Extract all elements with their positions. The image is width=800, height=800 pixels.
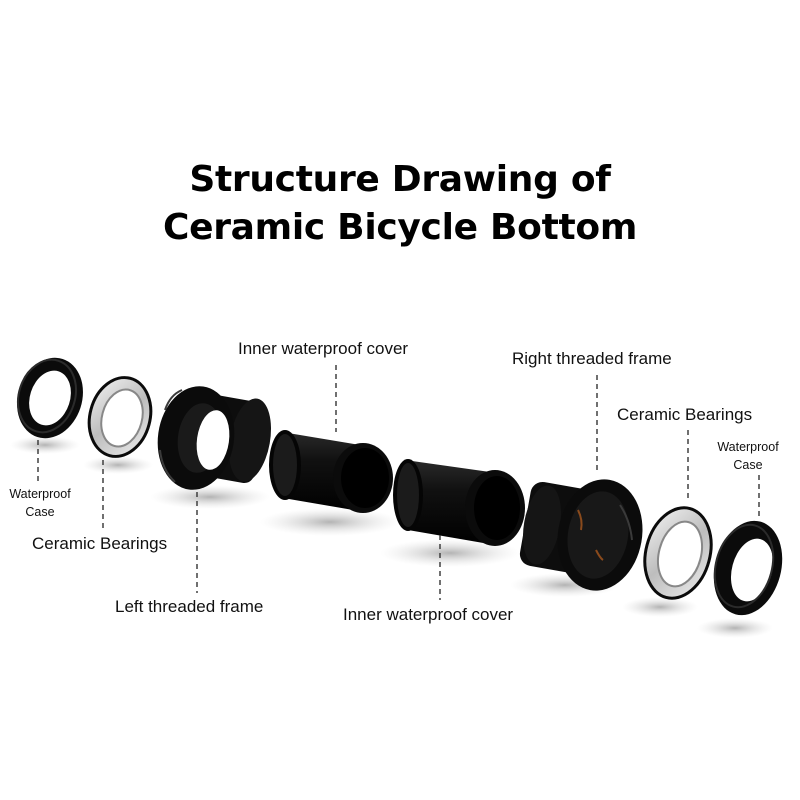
ceramic-bearing-left-part: [87, 376, 153, 458]
label-waterproof-case-right: Waterproof Case: [717, 440, 779, 472]
part-shadows: [10, 436, 773, 638]
label-waterproof-case-left: Waterproof Case: [9, 487, 71, 519]
ceramic-bearing-right-part: [643, 506, 713, 600]
waterproof-case-left-part: [17, 357, 83, 439]
label-left-threaded-frame: Left threaded frame: [115, 597, 264, 616]
waterproof-case-right-part: [713, 520, 783, 616]
diagram-title-line-1: Structure Drawing of: [189, 159, 611, 200]
label-ceramic-bearings-left: Ceramic Bearings: [32, 534, 168, 553]
leader-lines: [37, 365, 760, 600]
label-inner-waterproof-cover-bottom: Inner waterproof cover: [343, 605, 514, 624]
right-threaded-frame-part: [519, 479, 643, 591]
inner-waterproof-cover-top-part: [269, 430, 393, 513]
left-threaded-frame-part: [157, 386, 272, 490]
diagram-title-line-2: Ceramic Bicycle Bottom: [162, 207, 638, 248]
inner-waterproof-cover-bottom-part: [393, 459, 525, 546]
label-right-threaded-frame: Right threaded frame: [512, 349, 672, 368]
label-inner-waterproof-cover-top: Inner waterproof cover: [238, 339, 409, 358]
label-ceramic-bearings-right: Ceramic Bearings: [617, 405, 753, 424]
